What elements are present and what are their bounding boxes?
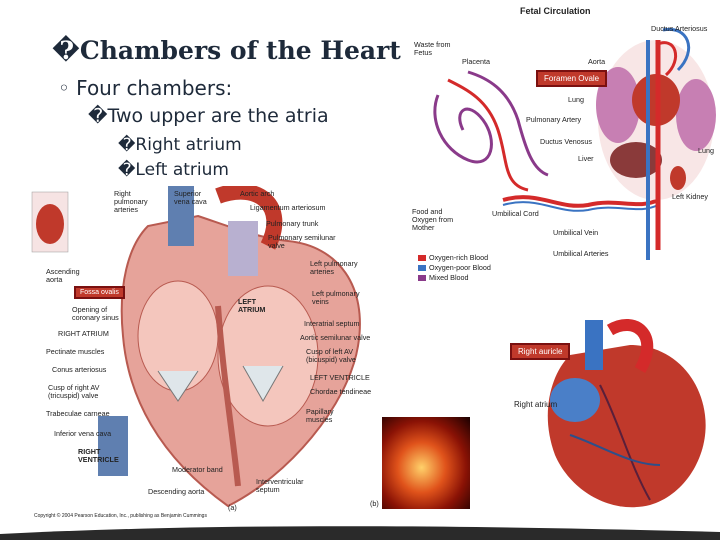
label-umbilical-cord: Umbilical Cord	[492, 209, 539, 218]
label-conus-arteriosus: Conus arteriosus	[52, 365, 107, 374]
label-ascending-aorta: Ascending aorta	[46, 267, 80, 284]
fetal-circulation-diagram: Fetal Circulation Ductus Arteriosus Wast…	[408, 0, 720, 282]
label-pectinate-muscles: Pectinate muscles	[46, 347, 105, 356]
label-lung-right: Lung	[698, 146, 714, 155]
legend-swatch-red	[418, 255, 426, 262]
heart-cross-section: Right pulmonary arteries Superior vena c…	[28, 183, 400, 522]
label-placenta: Placenta	[462, 57, 490, 66]
label-pulmonary-artery: Pulmonary Artery	[526, 115, 582, 124]
heart-illustration	[31, 183, 361, 508]
callout-fossa-ovalis: Fossa ovalis	[74, 286, 125, 299]
callout-foramen-ovale: Foramen Ovale	[536, 70, 608, 87]
fetal-circulation-illustration	[433, 27, 716, 260]
label-umbilical-arteries: Umbilical Arteries	[553, 249, 609, 258]
label-cusp-right-av: Cusp of right AV (tricuspid) valve	[48, 383, 100, 400]
label-descending-aorta: Descending aorta	[148, 487, 205, 496]
label-interatrial-septum: Interatrial septum	[304, 319, 360, 328]
label-waste: Waste from Fetus	[414, 40, 451, 57]
label-panel-a: (a)	[228, 503, 237, 512]
label-cusp-left-av: Cusp of left AV (bicuspid) valve	[306, 347, 356, 364]
copyright-text: Copyright © 2004 Pearson Education, Inc.…	[34, 513, 207, 519]
label-umbilical-vein: Umbilical Vein	[553, 228, 599, 237]
bottom-decorative-bar	[0, 522, 720, 540]
label-ductus-venosus: Ductus Venosus	[540, 137, 592, 146]
label-aortic-arch: Aortic arch	[240, 189, 275, 198]
label-aortic-valve: Aortic semilunar valve	[300, 333, 371, 342]
label-chordae-tendineae: Chordae tendineae	[310, 387, 372, 396]
label-panel-b: (b)	[370, 499, 379, 508]
callout-right-auricle: Right auricle	[510, 343, 571, 360]
label-left-pulm-arteries: Left pulmonary arteries	[310, 259, 358, 276]
bullet-four-chambers: ◦ Four chambers:	[58, 76, 233, 100]
label-papillary-muscles: Papillary muscles	[306, 407, 334, 424]
bullet-left-atrium: �Left atrium	[118, 160, 229, 180]
label-left-ventricle: LEFT VENTRICLE	[310, 373, 370, 382]
label-pulmonary-trunk: Pulmonary trunk	[266, 219, 319, 228]
label-interventricular-septum: Interventricular septum	[256, 477, 304, 494]
label-left-atrium: LEFT ATRIUM	[238, 297, 266, 314]
legend-swatch-purple	[418, 275, 426, 282]
bullet-upper-atria: �Two upper are the atria	[88, 105, 329, 127]
label-opening-coronary-sinus: Opening of coronary sinus	[72, 305, 119, 322]
legend-oxygen-poor: Oxygen-poor Blood	[418, 264, 491, 272]
label-left-pulm-veins: Left pulmonary veins	[312, 289, 360, 306]
label-superior-vena-cava: Superior vena cava	[174, 189, 207, 206]
label-liver: Liver	[578, 154, 594, 163]
right-auricle-diagram: Right auricle Right atrium	[510, 315, 720, 520]
legend-mixed: Mixed Blood	[418, 274, 469, 282]
slide-title: �Chambers of the Heart	[52, 36, 401, 65]
label-right-ventricle: RIGHT VENTRICLE	[78, 447, 119, 464]
label-trabeculae-carneae: Trabeculae carneae	[46, 409, 110, 418]
right-auricle-heart-illustration	[547, 319, 706, 508]
bullet-right-atrium: �Right atrium	[118, 135, 242, 155]
label-lung-left: Lung	[568, 95, 584, 104]
label-left-kidney: Left Kidney	[672, 192, 708, 201]
label-moderator-band: Moderator band	[172, 465, 223, 474]
label-right-pulm-arteries: Right pulmonary arteries	[114, 189, 148, 214]
label-aorta: Aorta	[588, 57, 606, 66]
bottom-wave-shape	[0, 526, 720, 540]
legend-oxygen-rich: Oxygen-rich Blood	[418, 254, 488, 262]
label-ductus-arteriosus: Ductus Arteriosus	[651, 24, 708, 33]
label-pulmonary-valve: Pulmonary semilunar valve	[268, 233, 336, 250]
label-right-atrium: RIGHT ATRIUM	[58, 329, 109, 338]
label-food-oxygen: Food and Oxygen from Mother	[412, 207, 454, 232]
fetal-title: Fetal Circulation	[520, 6, 591, 16]
label-inferior-vena-cava: Inferior vena cava	[54, 429, 112, 438]
label-ligamentum-arteriosum: Ligamentum arteriosum	[250, 203, 326, 212]
legend-swatch-blue	[418, 265, 426, 272]
label-right-atrium: Right atrium	[514, 400, 558, 409]
ultrasound-image	[382, 417, 470, 509]
